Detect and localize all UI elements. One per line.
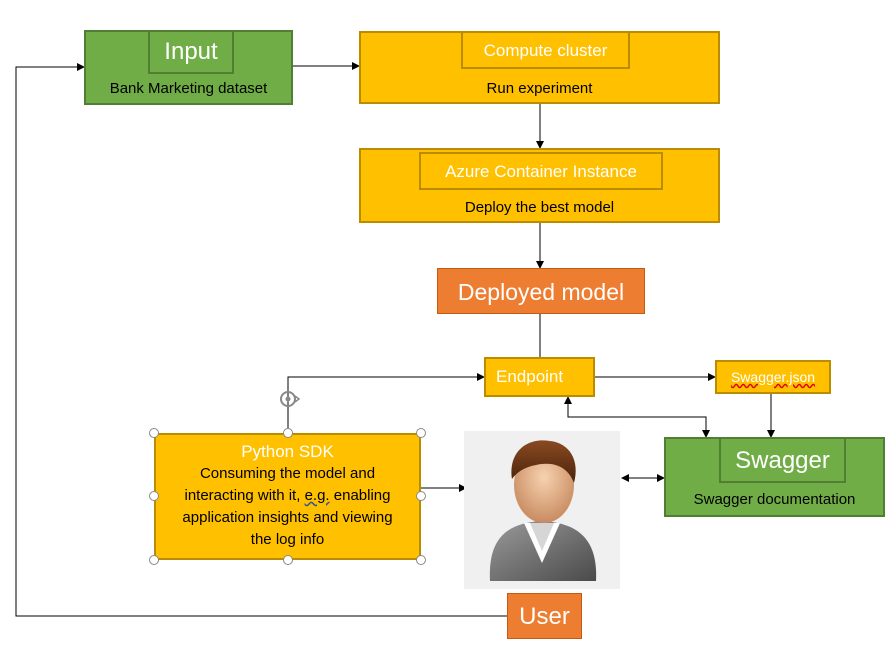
aci-box: Azure Container Instance Deploy the best… (359, 148, 720, 223)
compute-subtitle: Run experiment (486, 80, 593, 97)
swagger-subtitle: Swagger documentation (693, 491, 856, 508)
sdk-line-3: application insights and viewing (182, 509, 393, 526)
selection-handle[interactable] (416, 491, 426, 501)
arrow-endpoint-swagger (564, 396, 710, 438)
selection-handle[interactable] (149, 555, 159, 565)
selection-handle[interactable] (283, 428, 293, 438)
input-box: Input Bank Marketing dataset (84, 30, 293, 105)
sdk-line-4: the log info (250, 531, 325, 548)
swagger-json-box: Swagger.json (715, 360, 831, 394)
endpoint-box: Endpoint (484, 357, 595, 397)
arrow-user-input (15, 63, 507, 617)
sdk-line-1: Consuming the model and (199, 465, 376, 482)
sdk-line-2a: interacting with it (184, 487, 297, 504)
input-subtitle: Bank Marketing dataset (109, 80, 268, 97)
aci-subtitle: Deploy the best model (464, 199, 615, 216)
python-sdk-box[interactable]: Python SDK Consuming the model and inter… (154, 433, 421, 560)
selection-handle[interactable] (416, 428, 426, 438)
selection-handle[interactable] (149, 491, 159, 501)
swagger-json-label: Swagger.json (730, 369, 816, 385)
python-sdk-title: Python SDK (241, 442, 334, 461)
sdk-line-2d: enabling (329, 487, 391, 504)
sdk-line-2: interacting with it, e.g. enabling (156, 485, 419, 507)
user-box: User (507, 593, 582, 639)
swagger-box: Swagger Swagger documentation (664, 437, 885, 517)
compute-title: Compute cluster (461, 31, 630, 69)
input-title: Input (148, 30, 234, 74)
deployed-model-box: Deployed model (437, 268, 645, 314)
compute-box: Compute cluster Run experiment (359, 31, 720, 104)
selection-handle[interactable] (283, 555, 293, 565)
sdk-line-2b: , (296, 487, 305, 504)
selection-handle[interactable] (149, 428, 159, 438)
selection-handle[interactable] (416, 555, 426, 565)
arrow-sdk-endpoint (287, 373, 485, 432)
aci-title: Azure Container Instance (419, 152, 663, 190)
sdk-line-2c: e.g. (304, 487, 330, 504)
python-sdk-desc: Consuming the model and interacting with… (156, 463, 419, 551)
user-avatar-icon (464, 431, 620, 589)
swagger-title: Swagger (719, 437, 846, 483)
rotate-handle-icon (280, 391, 301, 407)
